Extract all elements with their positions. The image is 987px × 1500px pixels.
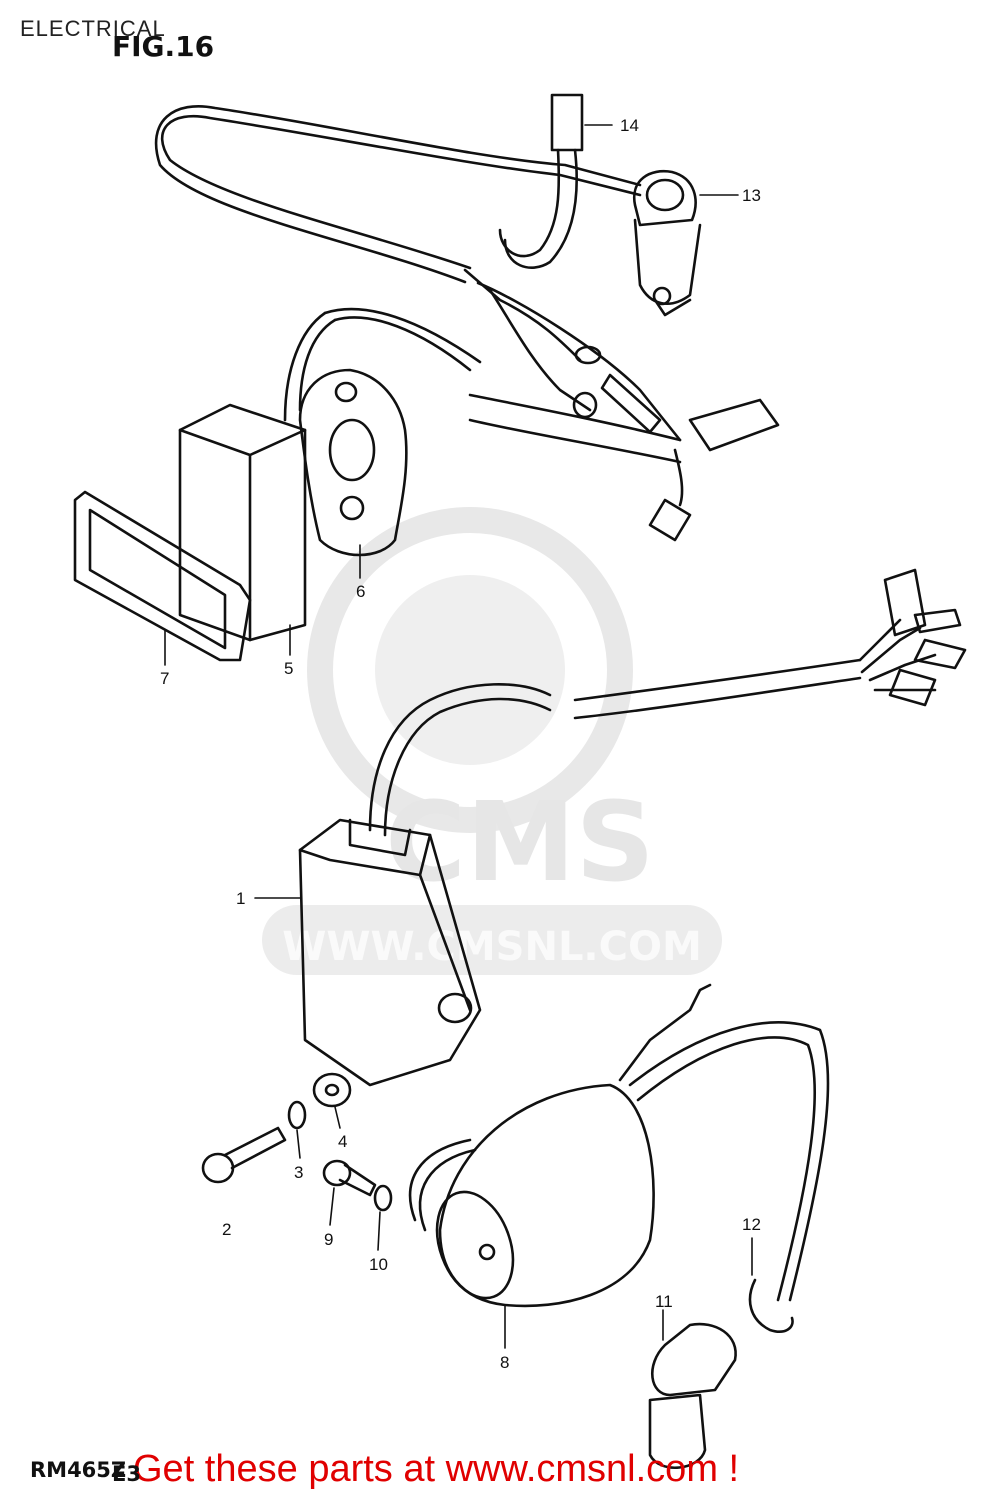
callout-3: 3 <box>294 1163 303 1182</box>
ignition-coil <box>408 983 830 1308</box>
callout-2: 2 <box>222 1220 231 1239</box>
promo-link[interactable]: Get these parts at www.cmsnl.com ! <box>133 1448 740 1490</box>
bolt-9 <box>322 1159 377 1197</box>
callout-10: 10 <box>369 1255 388 1274</box>
callout-13: 13 <box>742 186 761 205</box>
cdi-unit <box>298 818 482 1087</box>
figure-label: FIG.16 <box>112 30 215 63</box>
bolt-2 <box>201 1126 287 1184</box>
kill-switch <box>632 169 702 317</box>
section-title: ELECTRICAL <box>20 16 166 41</box>
regulator-module <box>178 403 307 642</box>
callout-11: 11 <box>655 1292 673 1311</box>
leader-lines <box>164 124 753 1349</box>
model-name: RM465Z <box>30 1458 127 1482</box>
watermark-url: WWW.CMSNL.COM <box>282 924 702 970</box>
callout-9: 9 <box>324 1230 333 1249</box>
model-code: RM465Z <box>30 1458 126 1482</box>
model-region: E3 <box>112 1462 141 1486</box>
watermark: CMS WWW.CMSNL.COM <box>262 507 722 975</box>
callout-7: 7 <box>160 669 169 688</box>
callout-12: 12 <box>742 1215 761 1234</box>
cdi-harness <box>368 568 967 837</box>
callout-labels: 1 2 3 4 5 6 7 8 9 10 11 12 13 14 <box>160 116 761 1372</box>
kill-switch-harness <box>154 105 780 542</box>
spark-plug-cap <box>648 1322 737 1469</box>
callout-4: 4 <box>338 1132 347 1151</box>
wire-clamp-band <box>498 93 584 269</box>
washer-10 <box>373 1184 393 1212</box>
stator-plate <box>283 307 682 557</box>
callout-1: 1 <box>236 889 245 908</box>
callout-14: 14 <box>620 116 639 135</box>
callout-6: 6 <box>356 582 365 601</box>
coil-clip <box>748 1278 794 1333</box>
washer-4 <box>312 1072 352 1108</box>
washer-3 <box>287 1100 307 1130</box>
rubber-strap <box>73 490 252 662</box>
callout-8: 8 <box>500 1353 509 1372</box>
callout-5: 5 <box>284 659 293 678</box>
watermark-brand: CMS <box>385 778 654 906</box>
